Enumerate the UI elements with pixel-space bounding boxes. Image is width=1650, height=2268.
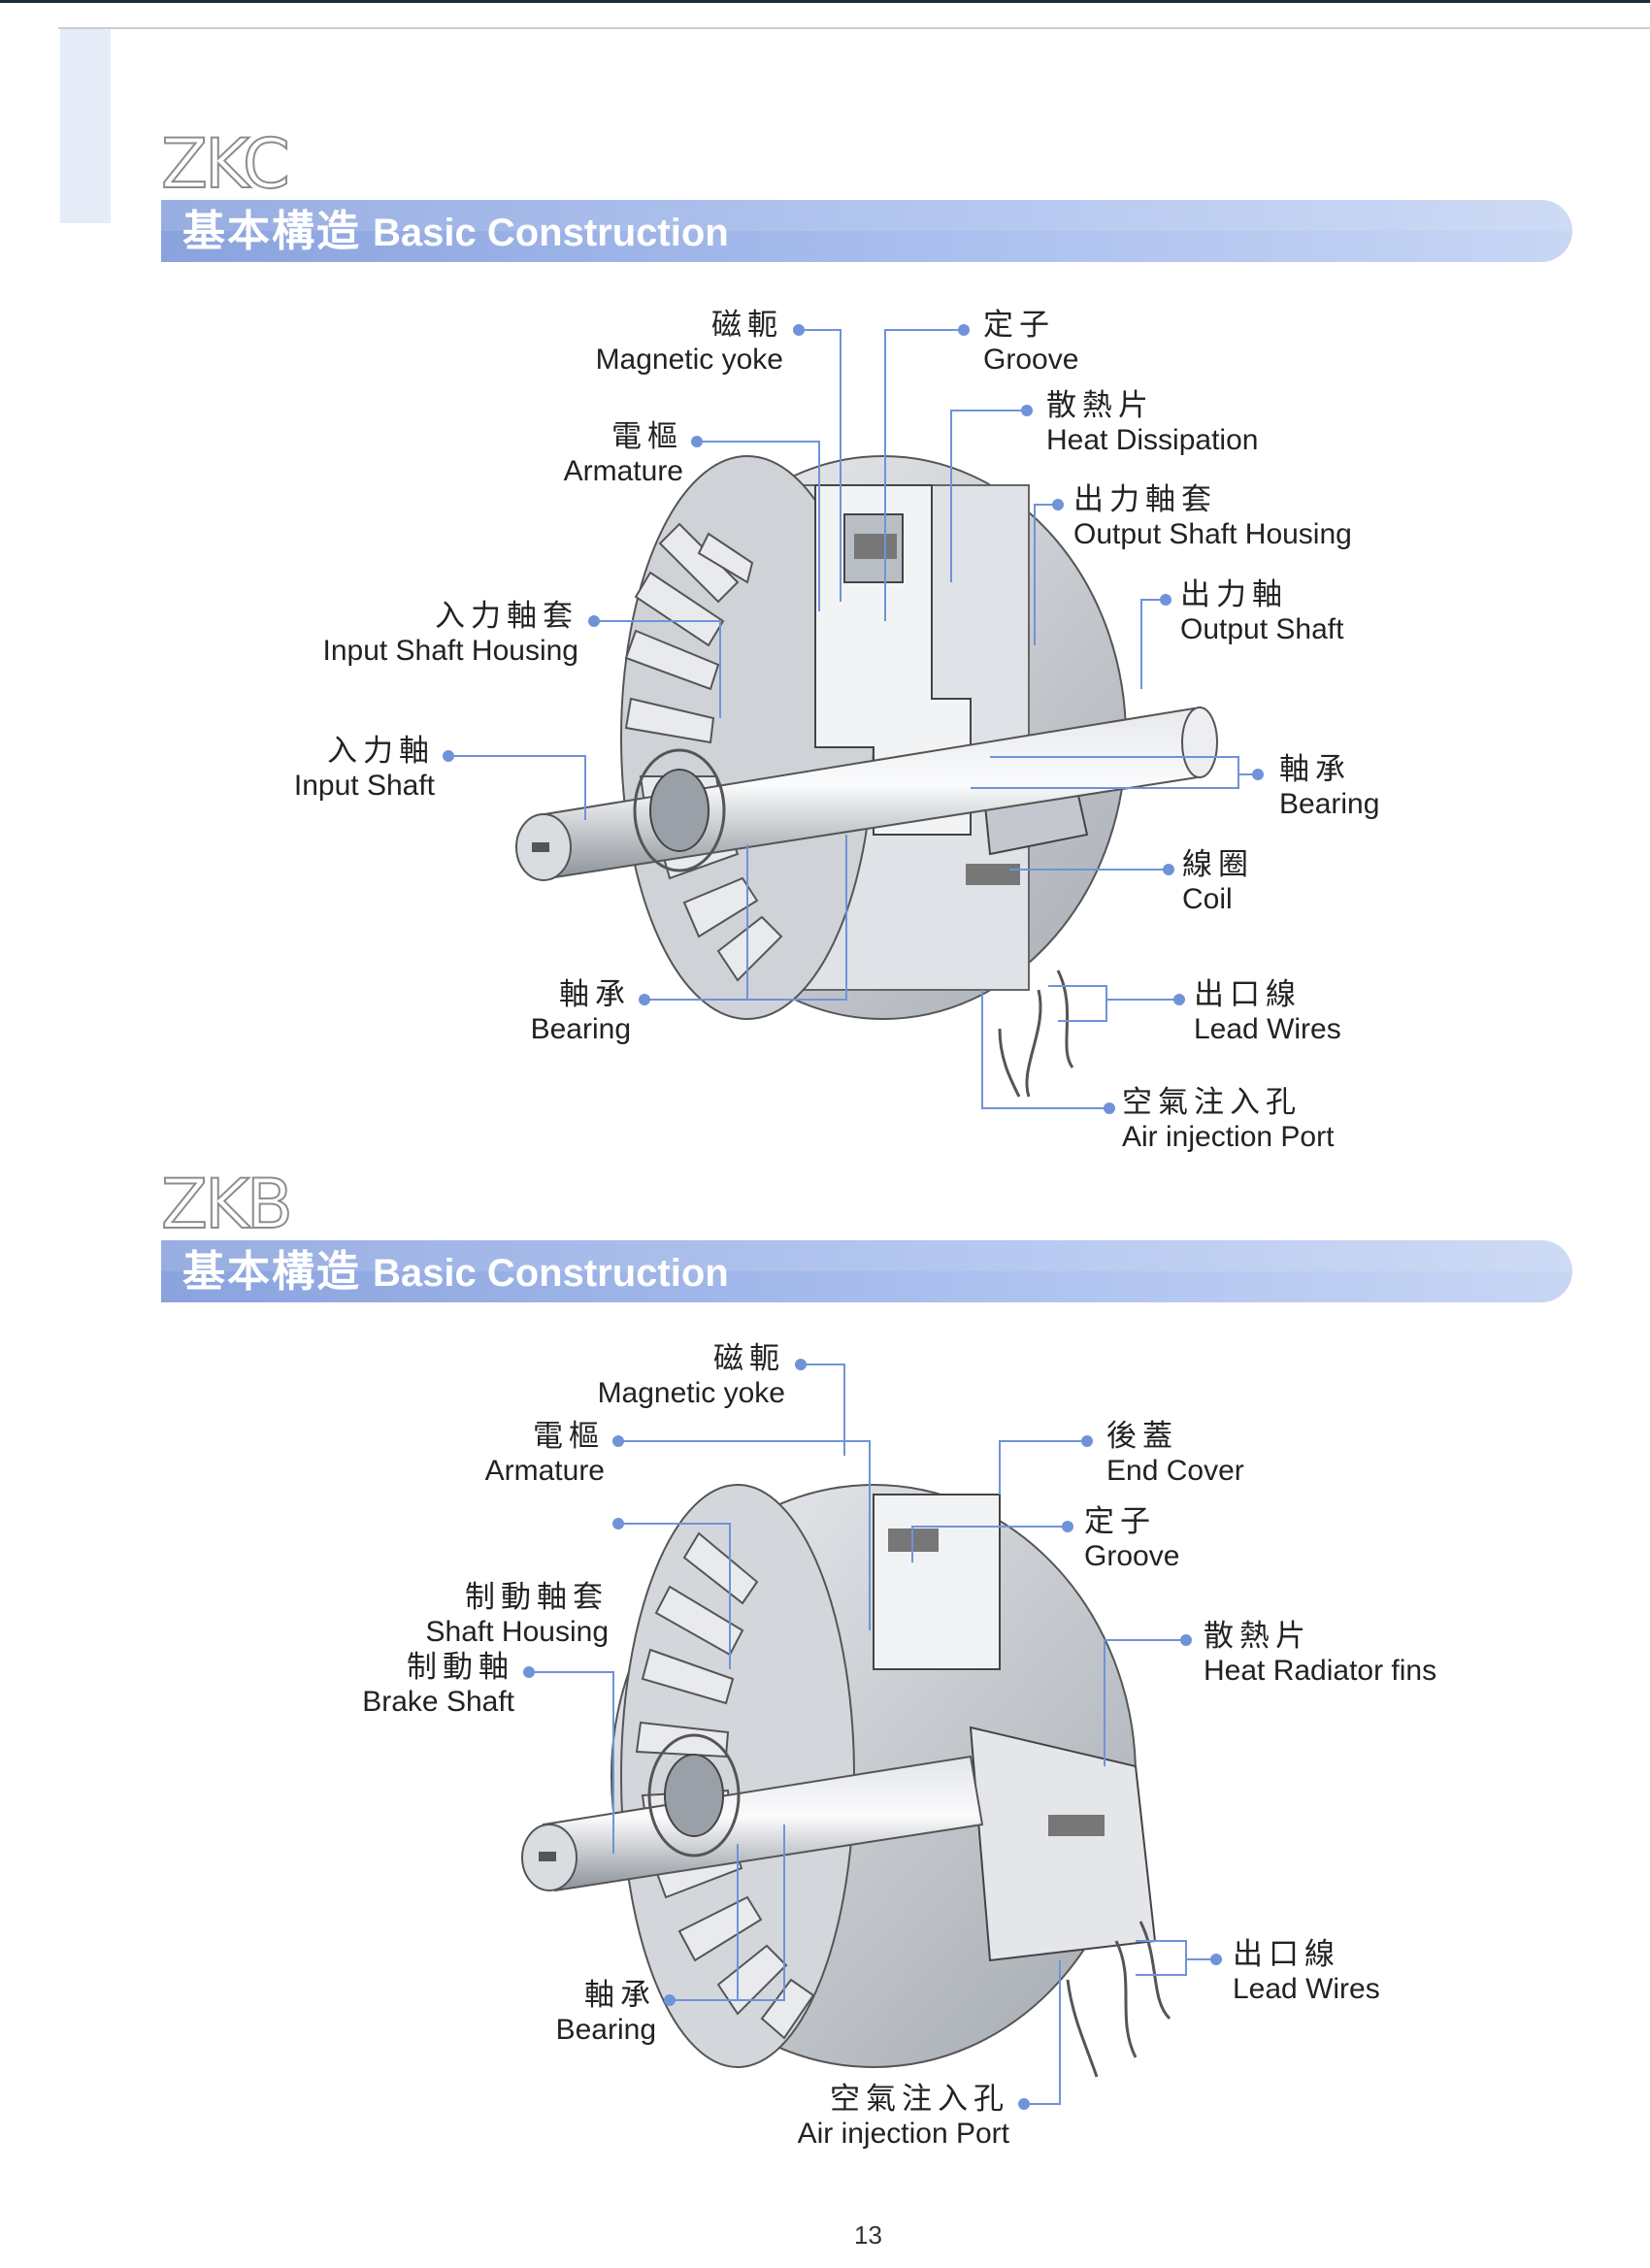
label-en: Air injection Port — [797, 2118, 1009, 2150]
label-en: Armature — [484, 1455, 605, 1487]
callout-air-injection-port: 空氣注入孔 Air injection Port — [718, 2082, 1009, 2152]
zkb-leader-lines — [523, 1359, 1222, 2110]
callout-bearing: 軸承 Bearing — [485, 1978, 656, 2048]
section-banner-zkb: 基本構造 Basic Construction — [161, 1240, 1572, 1302]
banner-title-en: Basic Construction — [373, 212, 729, 254]
callout-brake-shaft: 制動軸 Brake Shaft — [320, 1650, 514, 1720]
zkc-lead-wires — [998, 970, 1074, 1098]
label-zh: 電樞 — [611, 419, 683, 454]
label-zh: 磁軛 — [711, 308, 783, 343]
label-en: Groove — [1084, 1540, 1180, 1572]
side-tab — [60, 29, 111, 223]
label-zh: 軸承 — [559, 977, 631, 1012]
label-zh: 出力軸套 — [1073, 482, 1217, 517]
model-title-zkb: ZKB — [160, 1164, 294, 1245]
callout-coil: 線圈 Coil — [1182, 847, 1254, 917]
callout-bearing-right: 軸承 Bearing — [1279, 752, 1379, 822]
callout-air-injection-port: 空氣注入孔 Air injection Port — [1122, 1085, 1334, 1155]
label-en: Input Shaft Housing — [322, 635, 578, 667]
label-en: Coil — [1182, 883, 1233, 915]
label-en: Lead Wires — [1194, 1013, 1341, 1045]
label-en: Input Shaft — [293, 770, 435, 802]
label-en: Magnetic yoke — [595, 344, 783, 376]
zkb-radiator-fins — [635, 1531, 815, 2040]
label-zh: 出口線 — [1233, 1937, 1340, 1972]
callout-heat-radiator-fins: 散熱片 Heat Radiator fins — [1204, 1619, 1436, 1689]
banner-shape — [161, 1240, 1572, 1302]
page-number: 13 — [854, 2220, 882, 2250]
label-en: Brake Shaft — [362, 1686, 514, 1718]
label-zh: 制動軸 — [407, 1650, 514, 1685]
label-zh: 線圈 — [1182, 847, 1254, 882]
callout-heat-dissipation: 散熱片 Heat Dissipation — [1046, 388, 1258, 458]
callout-magnetic-yoke: 磁軛 Magnetic yoke — [544, 308, 783, 378]
callout-output-shaft: 出力軸 Output Shaft — [1180, 577, 1343, 647]
label-en: Lead Wires — [1233, 1973, 1380, 2005]
label-en: Magnetic yoke — [597, 1377, 785, 1409]
top-rule — [0, 0, 1650, 3]
banner-title-en: Basic Construction — [373, 1252, 729, 1295]
label-zh: 定子 — [983, 308, 1055, 343]
label-en: Output Shaft Housing — [1073, 518, 1352, 550]
banner-title-zh: 基本構造 — [182, 207, 361, 256]
callout-groove: 定子 Groove — [1084, 1504, 1179, 1574]
callout-armature: 電樞 Armature — [505, 419, 683, 489]
callout-shaft-housing: 制動軸套 Shaft Housing — [369, 1580, 609, 1650]
callout-armature: 電樞 Armature — [408, 1419, 605, 1489]
model-title-zkc: ZKC — [160, 123, 291, 205]
label-zh: 空氣注入孔 — [830, 2082, 1009, 2117]
label-zh: 磁軛 — [713, 1341, 785, 1376]
callout-output-shaft-housing: 出力軸套 Output Shaft Housing — [1073, 482, 1352, 552]
label-en: Bearing — [530, 1013, 631, 1045]
label-en: End Cover — [1106, 1455, 1244, 1487]
label-en: Bearing — [1279, 788, 1380, 820]
zkb-diagram: 磁軛 Magnetic yoke 電樞 Armature 後蓋 End Cove… — [0, 1339, 1650, 2193]
label-en: Heat Dissipation — [1046, 424, 1259, 456]
zkb-shaft — [521, 1733, 984, 1892]
label-zh: 電樞 — [533, 1419, 605, 1454]
label-zh: 出口線 — [1194, 977, 1302, 1012]
label-zh: 軸承 — [584, 1978, 656, 2013]
callout-lead-wires: 出口線 Lead Wires — [1194, 977, 1341, 1047]
label-en: Output Shaft — [1180, 613, 1344, 645]
label-en: Groove — [983, 344, 1079, 376]
label-zh: 軸承 — [1279, 752, 1351, 787]
label-zh: 制動軸套 — [465, 1580, 609, 1615]
callout-magnetic-yoke: 磁軛 Magnetic yoke — [544, 1341, 785, 1411]
callout-lead-wires: 出口線 Lead Wires — [1233, 1937, 1380, 2007]
callout-bearing-left: 軸承 Bearing — [466, 977, 631, 1047]
label-zh: 散熱片 — [1046, 388, 1154, 423]
zkb-illustration — [521, 1359, 1222, 2110]
callout-end-cover: 後蓋 End Cover — [1106, 1419, 1244, 1489]
callout-groove: 定子 Groove — [983, 308, 1078, 378]
zkc-illustration — [443, 324, 1264, 1114]
label-zh: 出力軸 — [1180, 577, 1288, 612]
banner-shape — [161, 200, 1572, 262]
zkc-leader-lines — [443, 324, 1264, 1114]
banner-title-zh: 基本構造 — [182, 1247, 361, 1297]
label-zh: 入力軸 — [327, 734, 435, 769]
zkc-shaft — [515, 707, 1218, 881]
section-banner-zkc: 基本構造 Basic Construction — [161, 200, 1572, 262]
label-zh: 散熱片 — [1204, 1619, 1311, 1654]
callout-input-shaft-housing: 入力軸套 Input Shaft Housing — [291, 599, 578, 669]
label-zh: 定子 — [1084, 1504, 1156, 1539]
label-en: Bearing — [555, 2014, 656, 2046]
label-en: Shaft Housing — [425, 1616, 609, 1648]
zkb-lead-wires — [1066, 1921, 1172, 2078]
header-rule — [58, 27, 1650, 29]
label-en: Armature — [563, 455, 683, 487]
label-zh: 後蓋 — [1106, 1419, 1178, 1454]
label-en: Air injection Port — [1122, 1121, 1335, 1153]
label-zh: 空氣注入孔 — [1122, 1085, 1302, 1120]
callout-input-shaft: 入力軸 Input Shaft — [243, 734, 435, 804]
label-zh: 入力軸套 — [435, 599, 578, 634]
zkc-diagram: 磁軛 Magnetic yoke 定子 Groove 散熱片 Heat Diss… — [0, 291, 1650, 1184]
label-en: Heat Radiator fins — [1204, 1655, 1437, 1687]
